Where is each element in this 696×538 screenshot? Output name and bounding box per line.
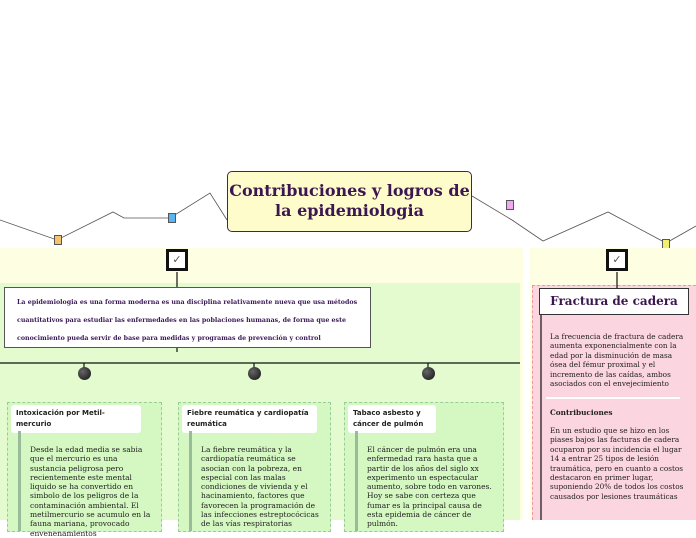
card-body: La fiebre reumática y la cardiopatía reu… (201, 445, 319, 529)
note-icon (506, 200, 514, 210)
topic-card-tabaco[interactable]: Tabaco asbesto y cáncer de pulmón El cán… (344, 402, 504, 532)
checkbox-icon[interactable]: ✓ (606, 249, 628, 271)
note-icon (168, 213, 176, 223)
contribuciones-body: En un estudio que se hizo en los piases … (550, 426, 684, 501)
card-bar (18, 431, 21, 531)
note-icon (54, 235, 62, 245)
pink-area (532, 285, 696, 520)
card-title: Fiebre reumática y cardiopatía reumática (182, 405, 317, 433)
card-title: Tabaco asbesto y cáncer de pulmón (348, 405, 436, 433)
card-title: Intoxicación por Metil-mercurio (11, 405, 141, 433)
topic-card-mercurio[interactable]: Intoxicación por Metil-mercurio Desde la… (7, 402, 162, 538)
collapse-dot-icon[interactable] (78, 367, 91, 380)
contribuciones-heading: Contribuciones (550, 408, 613, 417)
fractura-title[interactable]: Fractura de cadera (539, 288, 689, 315)
card-body: Desde la edad media se sabia que el merc… (30, 445, 151, 538)
collapse-dot-icon[interactable] (248, 367, 261, 380)
topic-card-fiebre[interactable]: Fiebre reumática y cardiopatía reumática… (178, 402, 331, 532)
central-title: Contribuciones y logros de la epidemiolo… (229, 181, 470, 220)
checkbox-icon[interactable]: ✓ (166, 249, 188, 271)
card-body: El cáncer de pulmón era una enfermedad r… (367, 445, 492, 529)
divider (546, 397, 680, 399)
intro-text: La epidemiologia es una forma moderna es… (17, 299, 358, 342)
card-bar (355, 431, 358, 531)
collapse-dot-icon[interactable] (422, 367, 435, 380)
fractura-intro: La frecuencia de fractura de cadera aume… (550, 332, 684, 389)
central-topic[interactable]: Contribuciones y logros de la epidemiolo… (227, 171, 472, 232)
fractura-title-text: Fractura de cadera (550, 294, 678, 308)
card-bar (189, 431, 192, 531)
intro-box[interactable]: La epidemiologia es una forma moderna es… (4, 287, 371, 348)
